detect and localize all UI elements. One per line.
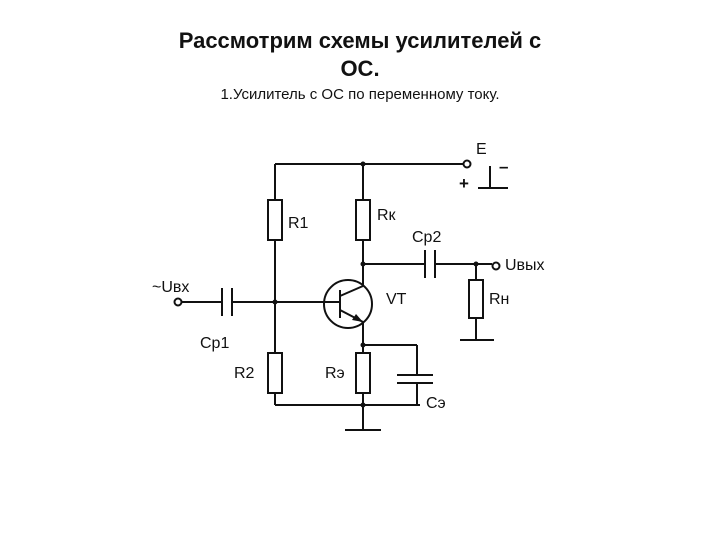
junction-dot bbox=[360, 161, 366, 167]
subtitle: 1.Усилитель с ОС по переменному току. bbox=[220, 86, 500, 103]
output-terminal bbox=[491, 261, 501, 271]
label-minus: – bbox=[499, 157, 508, 176]
supply-terminal bbox=[462, 159, 472, 169]
label-rk: Rк bbox=[377, 207, 397, 224]
emitter-arrow bbox=[352, 314, 363, 322]
label-cp2: Cp2 bbox=[412, 229, 441, 246]
resistor-rk bbox=[355, 199, 371, 241]
label-uout: Uвых bbox=[505, 257, 545, 274]
junction-dot bbox=[360, 402, 366, 408]
resistor-rn bbox=[468, 279, 484, 319]
junction-dot bbox=[473, 261, 479, 267]
transistor-collector-lead bbox=[339, 285, 364, 297]
transistor-vt-body bbox=[323, 279, 373, 329]
page-title-line1: Рассмотрим схемы усилителей с bbox=[178, 28, 542, 53]
label-e: E bbox=[476, 141, 487, 158]
label-rn: Rн bbox=[489, 291, 509, 308]
resistor-re bbox=[355, 352, 371, 394]
label-r2: R2 bbox=[234, 365, 255, 382]
label-plus: + bbox=[459, 174, 469, 193]
label-cp1: Cp1 bbox=[200, 335, 229, 352]
input-terminal bbox=[173, 297, 183, 307]
junction-dot bbox=[360, 342, 366, 348]
label-vt: VT bbox=[386, 291, 407, 308]
label-uin: ~Uвх bbox=[152, 279, 189, 296]
label-ce: Cэ bbox=[426, 395, 446, 412]
label-re: Rэ bbox=[325, 365, 345, 382]
resistor-r2 bbox=[267, 352, 283, 394]
junction-dot bbox=[272, 299, 278, 305]
label-r1: R1 bbox=[288, 215, 309, 232]
page-title-line2: ОС. bbox=[340, 56, 380, 81]
resistor-r1 bbox=[267, 199, 283, 241]
junction-dot bbox=[360, 261, 366, 267]
